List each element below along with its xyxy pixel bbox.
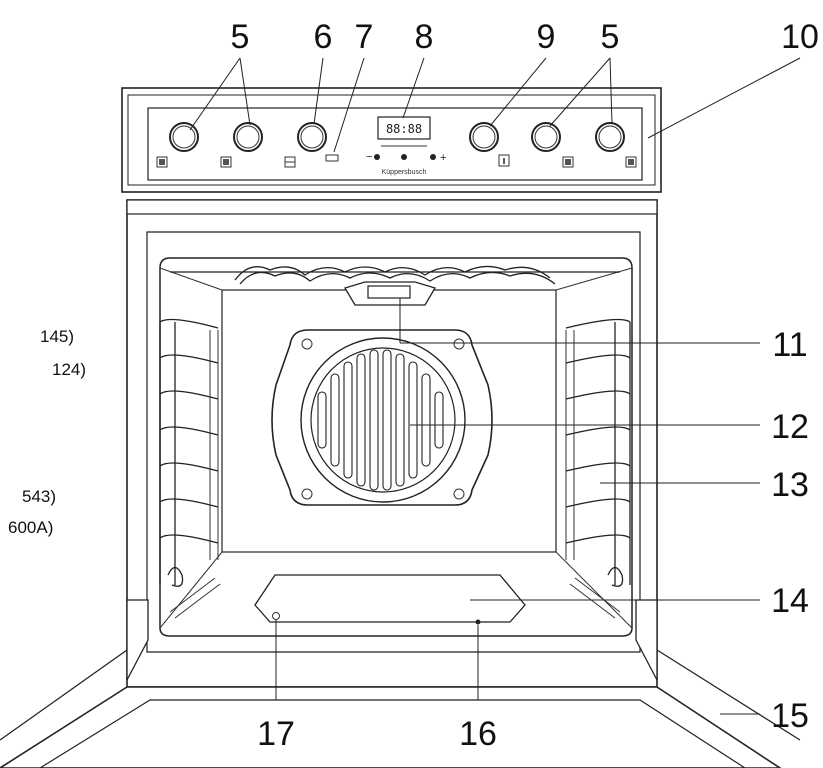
display-text: 88:88 [386,122,422,136]
mode-symbol-icon [156,156,168,168]
callout-5-left: 5 [231,18,250,56]
indicator-lamp-icon [325,154,339,162]
mode-symbol-icon [625,156,637,168]
callout-14: 14 [771,582,809,620]
fan-grille [317,349,444,491]
oven-door [0,649,801,768]
side-note: 145) [40,327,74,346]
callout-6: 6 [314,18,333,56]
right-shelf-rack [565,318,631,587]
plus-sign: + [440,152,446,164]
callout-16: 16 [459,715,497,753]
timer-button-select [401,154,407,160]
knob-symbol-icons [156,154,637,168]
leader-lines [189,57,801,715]
knob-left-1 [169,122,199,152]
callout-5-right: 5 [601,18,620,56]
mode-symbol-icon [562,156,574,168]
callout-8: 8 [415,18,434,56]
brand-label: Küppersbusch [382,169,427,176]
callout-9: 9 [537,18,556,56]
left-shelf-rack [159,318,219,587]
knob-right-1 [469,122,499,152]
callout-15: 15 [771,697,809,735]
knob-left-3 [297,122,327,152]
callout-10: 10 [781,18,819,56]
side-note: 543) [22,487,56,506]
knob-right-2 [531,122,561,152]
minus-sign: − [366,151,372,163]
oven-floor [169,574,621,625]
temperature-symbol-icon [284,156,296,168]
top-heating-element [170,265,620,285]
door-hinges [126,599,658,681]
callout-13: 13 [771,466,809,504]
floor-sensor-left [272,612,280,620]
side-notes: 145) 124) 543) 600A) [8,327,86,537]
knob-left-2 [233,122,263,152]
knob-right-3 [595,122,625,152]
fan-cover [271,329,493,506]
side-note: 124) [52,360,86,379]
oven-lamp [344,281,436,306]
callout-7: 7 [355,18,374,56]
callout-12: 12 [771,408,809,446]
floor-sensor-right [475,619,481,625]
control-panel: 88:88 − + Küppersbusch [121,87,662,193]
timer-button-minus [374,154,380,160]
callout-11: 11 [772,326,807,364]
callout-17: 17 [257,715,295,753]
mode-symbol-icon [220,156,232,168]
side-note: 600A) [8,518,53,537]
clock-display: 88:88 − + Küppersbusch [366,116,446,176]
callout-labels: 5 6 7 8 9 5 10 11 12 13 14 15 16 17 [231,18,819,753]
timer-button-plus [430,154,436,160]
info-symbol-icon [498,154,510,167]
